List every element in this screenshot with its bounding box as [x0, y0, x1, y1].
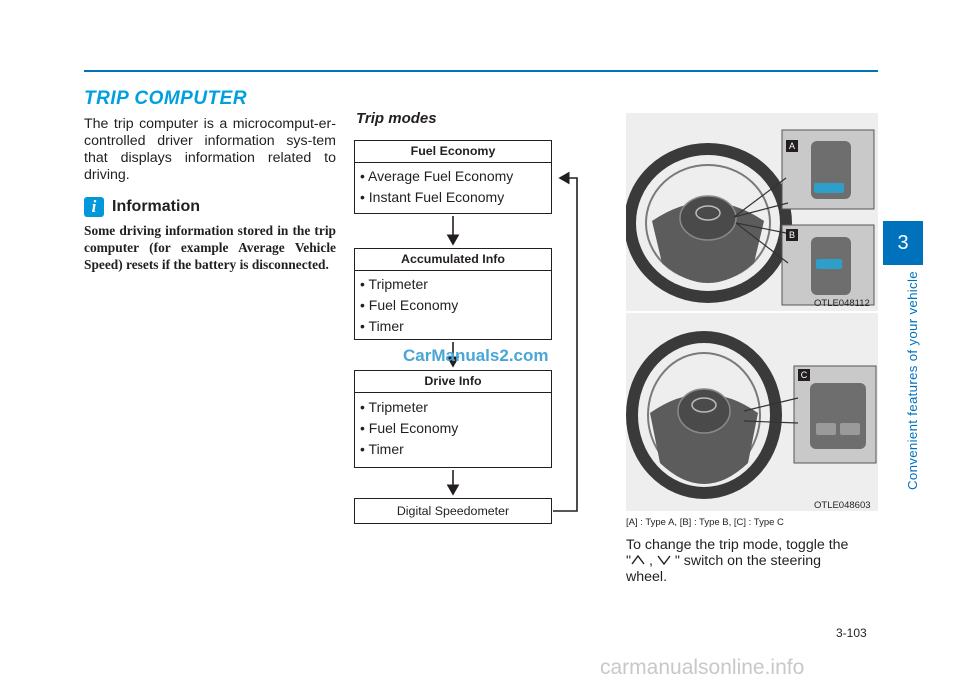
footer-watermark: carmanualsonline.info: [600, 656, 805, 679]
return-arrow: [553, 171, 578, 512]
box-item: • Timer: [360, 318, 404, 334]
box-item: • Instant Fuel Economy: [360, 189, 505, 205]
change-line-3: wheel.: [626, 569, 668, 585]
top-rule: [84, 70, 878, 72]
page-number: 3-103: [836, 626, 867, 640]
label-b: B: [786, 229, 798, 241]
steering-wheel-photo-top: A B: [624, 113, 878, 311]
steering-wheel-illustration: [626, 331, 877, 499]
photo-caption: [A] : Type A, [B] : Type B, [C] : Type C: [626, 517, 784, 528]
watermark: CarManuals2.com: [403, 346, 549, 365]
box-title: Digital Speedometer: [396, 504, 510, 518]
box-item: • Fuel Economy: [360, 297, 459, 313]
label-c: C: [798, 369, 810, 381]
steering-wheel-photo-bottom: C: [626, 313, 878, 511]
comma-separator: ,: [645, 553, 657, 569]
box-title: Accumulated Info: [355, 249, 551, 271]
change-instructions: To change the trip mode, toggle the " , …: [626, 537, 878, 585]
info-icon: i: [84, 197, 104, 217]
flow-arrows: [446, 171, 578, 512]
drive-info-box: Drive Info • Tripmeter • Fuel Economy • …: [354, 370, 552, 468]
change-line-2: " , " switch on the steering: [626, 553, 878, 569]
change-line-2-text: " switch on the steering: [670, 553, 822, 569]
box-title: Drive Info: [355, 371, 551, 393]
chapter-title: Convenient features of your vehicle: [905, 271, 920, 490]
fuel-economy-box: Fuel Economy • Average Fuel Economy • In…: [354, 140, 552, 214]
caret-up-icon: [631, 554, 645, 565]
quote-open: ": [626, 553, 632, 569]
photo-code-top: OTLE048112: [814, 298, 870, 309]
information-heading: Information: [112, 198, 200, 215]
accumulated-info-box: Accumulated Info • Tripmeter • Fuel Econ…: [354, 248, 552, 340]
box-item: • Average Fuel Economy: [360, 168, 514, 184]
information-body: Some driving information stored in the t…: [84, 223, 336, 272]
box-item: • Fuel Economy: [360, 420, 459, 436]
box-title: Fuel Economy: [355, 141, 551, 163]
section-title: TRIP COMPUTER: [84, 88, 248, 109]
intro-paragraph: The trip computer is a microcomput-er-co…: [84, 116, 336, 183]
box-item: • Tripmeter: [360, 276, 428, 292]
box-item: • Timer: [360, 441, 404, 457]
steering-wheel-illustration: [624, 129, 875, 306]
trip-modes-heading: Trip modes: [356, 110, 437, 127]
chapter-tab: 3: [883, 221, 923, 265]
change-line-1: To change the trip mode, toggle the: [626, 537, 849, 553]
box-item: • Tripmeter: [360, 399, 428, 415]
label-a: A: [786, 140, 798, 152]
digital-speedometer-box: Digital Speedometer: [354, 498, 552, 524]
photo-code-bottom: OTLE048603: [814, 500, 871, 511]
caret-down-icon: [657, 555, 671, 566]
